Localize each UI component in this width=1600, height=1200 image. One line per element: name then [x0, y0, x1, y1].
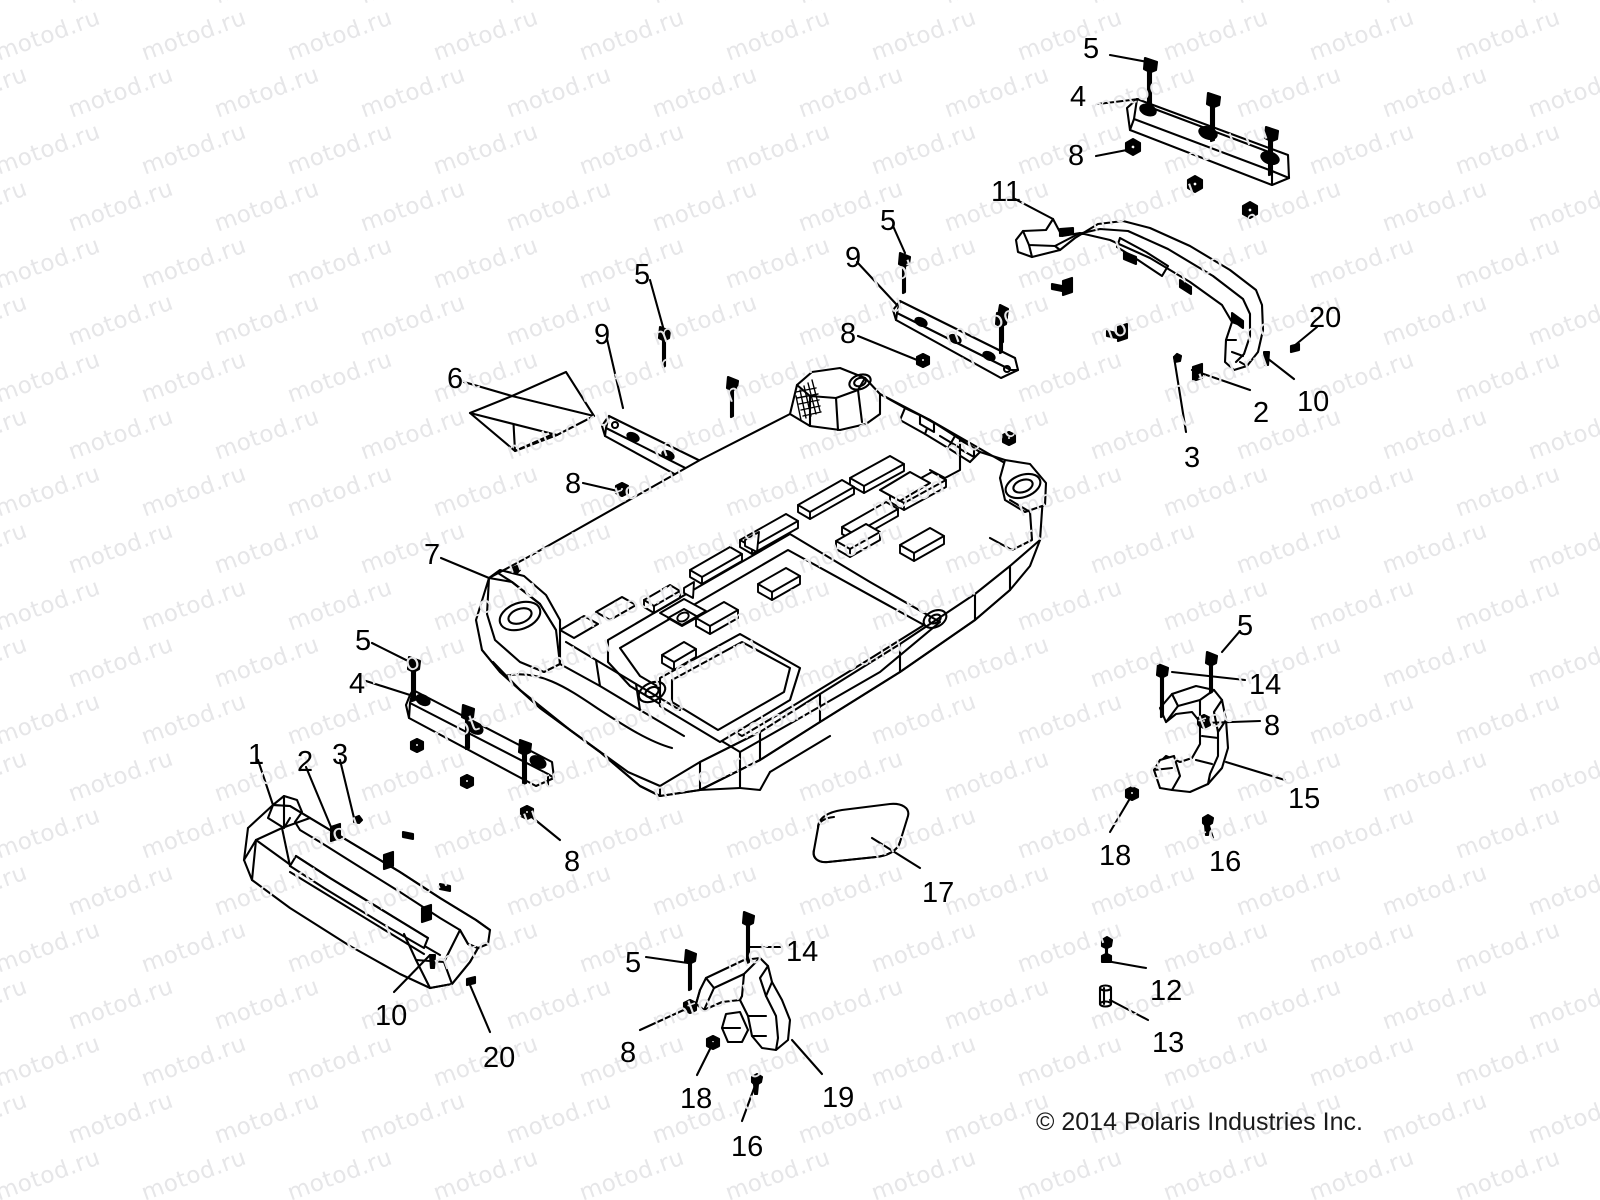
callout-11: 11 [991, 176, 1022, 208]
callout-8: 8 [620, 1037, 637, 1069]
leader-line-8 [1094, 147, 1134, 158]
callout-5: 5 [625, 947, 642, 979]
part-13-spacer-bushing [1098, 984, 1113, 1008]
callout-17: 17 [922, 877, 955, 909]
part-15-bracket-right [1152, 684, 1230, 794]
part-17-pad-rounded [812, 802, 910, 864]
hardware-group-rail-left [406, 655, 535, 821]
callout-2: 2 [297, 746, 314, 778]
leader-line-20 [1292, 325, 1319, 348]
leader-line-17 [870, 836, 922, 870]
callout-8: 8 [840, 318, 857, 350]
callout-18: 18 [680, 1083, 713, 1115]
callout-5: 5 [1083, 33, 1100, 65]
callout-8: 8 [1068, 140, 1085, 172]
callout-9: 9 [845, 242, 862, 274]
leader-line-14 [1170, 670, 1247, 682]
leader-line-19 [790, 1038, 824, 1076]
callout-5: 5 [1237, 610, 1254, 642]
leader-line-5 [648, 278, 665, 329]
leader-line-8 [581, 481, 624, 494]
callout-1: 1 [248, 739, 265, 771]
leader-line-8 [856, 334, 924, 364]
callout-4: 4 [349, 668, 366, 700]
bolt-group-top-right [1142, 56, 1280, 177]
callout-6: 6 [447, 363, 464, 395]
leader-line-9 [605, 337, 625, 410]
callout-16: 16 [1209, 846, 1242, 878]
part-4-cross-brace-rail-top [1125, 97, 1291, 187]
callout-13: 13 [1152, 1027, 1185, 1059]
part-12-grommet-stud [1100, 935, 1114, 964]
callout-8: 8 [564, 846, 581, 878]
part-1-front-bumper-cover [242, 794, 492, 990]
leader-line-8 [526, 812, 562, 842]
callout-9: 9 [594, 319, 611, 351]
leader-line-12 [1110, 960, 1148, 970]
part-19-bracket-left [694, 956, 792, 1052]
callout-18: 18 [1099, 840, 1132, 872]
callout-20: 20 [1309, 302, 1342, 334]
callout-15: 15 [1288, 783, 1321, 815]
leader-line-4 [364, 679, 412, 697]
leader-line-13 [1108, 998, 1150, 1022]
part-11-rear-bumper-rail [1014, 217, 1265, 372]
leader-line-18 [695, 1041, 715, 1077]
callout-8: 8 [565, 468, 582, 500]
callout-10: 10 [1297, 386, 1330, 418]
leader-line-18 [1108, 793, 1134, 834]
leader-line-3 [1172, 355, 1188, 434]
leader-line-8 [1202, 719, 1262, 725]
callout-2: 2 [1253, 397, 1270, 429]
leader-line-5 [1220, 629, 1242, 654]
leader-line-10 [392, 953, 432, 994]
callout-14: 14 [1249, 669, 1282, 701]
leader-line-10 [1265, 356, 1296, 381]
leader-line-5 [370, 641, 414, 665]
leader-line-15 [1224, 760, 1287, 782]
leader-line-2 [1190, 368, 1252, 392]
hardware-group-strip-right [897, 251, 1009, 369]
callout-5: 5 [880, 205, 897, 237]
copyright-notice: © 2014 Polaris Industries Inc. [1036, 1108, 1363, 1136]
callout-12: 12 [1150, 975, 1183, 1007]
callout-3: 3 [332, 739, 349, 771]
leader-line-9 [855, 260, 899, 307]
leader-line-20 [468, 983, 492, 1034]
leader-line-1 [256, 758, 275, 807]
callout-14: 14 [786, 936, 819, 968]
leader-line-16 [1206, 821, 1215, 840]
hardware-group-bumper [329, 814, 477, 987]
leader-line-7 [439, 556, 491, 580]
callout-10: 10 [375, 1000, 408, 1032]
leader-line-3 [338, 758, 356, 820]
callout-4: 4 [1070, 81, 1087, 113]
leader-line-4 [1096, 97, 1141, 106]
callout-20: 20 [483, 1042, 516, 1074]
callout-8: 8 [1264, 710, 1281, 742]
callout-16: 16 [731, 1131, 764, 1163]
hardware-group-part19 [682, 910, 764, 1096]
callout-3: 3 [1184, 442, 1201, 474]
part-7-cargo-box-floor [474, 366, 1048, 798]
part-4-cross-brace-rail-left [404, 688, 556, 788]
leader-line-2 [304, 765, 333, 829]
leader-line-11 [1011, 196, 1055, 221]
callout-5: 5 [355, 625, 372, 657]
callout-7: 7 [424, 539, 441, 571]
callout-5: 5 [634, 259, 651, 291]
part-9-support-strip-right [891, 299, 1020, 380]
leader-line-5 [891, 224, 907, 255]
leader-line-5 [644, 955, 690, 965]
part-6-flat-panel-plate [468, 370, 596, 453]
leader-line-6 [462, 380, 514, 398]
leader-line-5 [1108, 53, 1150, 64]
leader-line-8 [638, 1006, 690, 1032]
callout-19: 19 [822, 1082, 855, 1114]
leader-line-16 [740, 1081, 758, 1123]
